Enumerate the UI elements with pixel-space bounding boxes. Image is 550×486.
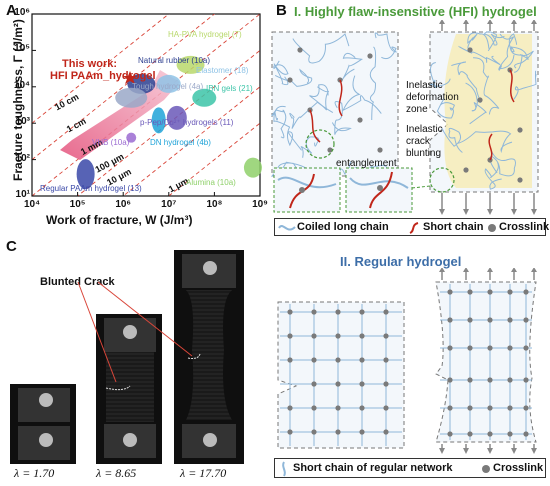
toughness-chart [31, 13, 262, 197]
x-tick-label: 10⁵ [69, 199, 86, 210]
length-scale-label: 10 cm [53, 91, 81, 113]
y-tick-label: 10³ [15, 116, 30, 128]
hfi-network-diagram [271, 20, 539, 215]
specimen-photo-1 [10, 384, 76, 464]
x-tick-label: 10⁷ [161, 199, 177, 210]
material-region [151, 107, 166, 134]
lambda-label-3: λ = 17.70 [180, 466, 227, 480]
panel-a-letter: A [6, 2, 17, 19]
short-chain [309, 109, 321, 143]
material-region [115, 87, 148, 108]
material-label: Natural rubber (10a) [138, 56, 211, 65]
y-tick-label: 10¹ [15, 189, 30, 200]
hfi-title: I. Highly flaw-insensitive (HFI) hydroge… [294, 4, 537, 19]
entanglement-label: entanglement [336, 158, 397, 169]
panel-c-letter: C [6, 238, 17, 255]
this-work-label: HFI PAAm_hydrogel [50, 70, 156, 82]
y-tick-label: 10² [15, 152, 30, 164]
material-region [192, 88, 217, 107]
crosslink-dot [287, 77, 293, 83]
material-region [176, 55, 205, 74]
y-axis-label: Fracture toughness, Γ (J/m²) [11, 19, 25, 181]
material-label: VHB (10a) [92, 138, 130, 147]
specimen-photo-2 [96, 314, 162, 464]
x-tick-label: 10⁶ [115, 199, 132, 210]
legend-regular-crosslink: Crosslink [493, 462, 544, 474]
legend-short-regular-chain: Short chain of regular network [293, 462, 453, 474]
material-label: Regular PAAm hydrogel (13) [40, 184, 142, 193]
material-region [76, 159, 95, 190]
x-tick-label: 10⁸ [206, 199, 223, 210]
blunted-crack-label: Blunted Crack [40, 276, 115, 288]
regular-undeformed-box [277, 301, 405, 449]
this-work-label: This work: [62, 58, 118, 70]
material-label: HA-PVA hydrogel (7) [168, 30, 242, 39]
material-label: p-Pep/Cu²⁺ hydrogels (11) [140, 118, 234, 127]
lambda-label-1: λ = 1.70 [14, 466, 55, 480]
material-region [166, 105, 187, 130]
crosslink-dot [327, 147, 333, 153]
panel-b-letter: B [276, 2, 287, 19]
material-label: Tough hydrogel (4a) [132, 82, 204, 91]
legend-coiled-chain: Coiled long chain [297, 221, 389, 233]
specimen-photos [10, 250, 244, 464]
material-label: Elastomer (18) [196, 66, 249, 75]
this-work-star [123, 71, 137, 84]
material-region [243, 157, 262, 178]
y-tick-label: 10⁵ [14, 43, 30, 55]
regular-legend: Short chain of regular network Crosslink [274, 458, 546, 478]
y-tick-label: 10⁶ [14, 7, 30, 18]
length-scale-label: 1 cm [64, 115, 88, 135]
hfi-legend: Coiled long chain Short chain Crosslink [274, 218, 550, 236]
short-chain [338, 79, 343, 117]
improvement-arrow [60, 70, 180, 160]
material-label: IBN gels (21) [206, 84, 253, 93]
x-tick-label: 10⁹ [252, 199, 268, 210]
crosslink-dot [377, 147, 383, 153]
material-label: DN hydrogel (4b) [150, 138, 211, 147]
legend-short-chain: Short chain [423, 221, 484, 233]
x-axis-label: Work of fracture, W (J/m³) [46, 213, 193, 227]
crosslink-dot [367, 53, 373, 59]
legend-crosslink: Crosslink [499, 221, 550, 233]
x-tick-label: 10⁴ [23, 199, 41, 210]
specimen-photo-3 [174, 250, 244, 464]
regular-network-diagram [277, 268, 537, 454]
material-label: Alumina (10a) [186, 178, 236, 187]
crack-blunting-label: Inelastic crack blunting [406, 124, 443, 159]
lambda-label-2: λ = 8.65 [96, 466, 137, 480]
entanglement-circle [305, 129, 335, 159]
regular-title: II. Regular hydrogel [340, 254, 462, 269]
crosslink-dot [297, 47, 303, 53]
material-region [156, 74, 181, 93]
regular-deformed-box [435, 281, 537, 443]
inelastic-zone-label: Inelastic deformation zone [406, 80, 459, 115]
material-region [126, 132, 137, 143]
y-tick-label: 10⁴ [13, 79, 30, 91]
crosslink-dot [357, 117, 363, 123]
